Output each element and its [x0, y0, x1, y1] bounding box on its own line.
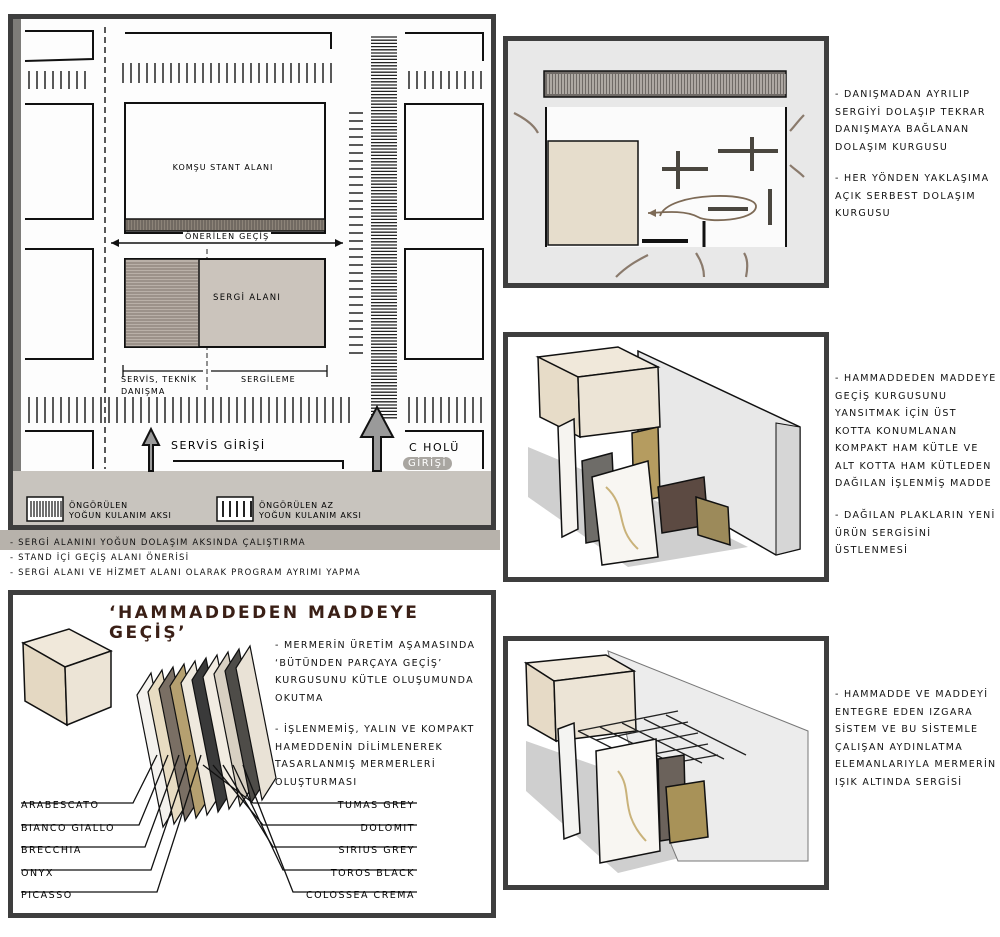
material-notes: - MERMERİN ÜRETİM AŞAMASINDA ‘BÜTÜNDEN P… [275, 637, 489, 806]
hall-entry-label-2: GİRİŞİ [403, 457, 452, 470]
lighting-drawing [523, 650, 809, 873]
lighting-notes: - HAMMADDE VE MADDEYİ ENTEGRE EDEN IZGAR… [835, 686, 997, 805]
plan-notes: - SERGİ ALANINI YOĞUN DOLAŞIM AKSINDA ÇA… [10, 536, 361, 581]
material-note-1: - MERMERİN ÜRETİM AŞAMASINDA ‘BÜTÜNDEN P… [275, 640, 476, 704]
material-drawing [21, 628, 417, 893]
legend-light-label: ÖNGÖRÜLEN AZ YOĞUN KULANIM AKSI [259, 501, 362, 522]
exhibit-area-label: SERGİ ALANI [213, 293, 282, 303]
proposed-passage-label: ÖNERİLEN GEÇİŞ [183, 232, 272, 241]
concept-drawing [528, 346, 801, 567]
material-note-2: - İŞLENMEMİŞ, YALIN VE KOMPAKT HAMEDDENİ… [275, 724, 475, 788]
site-plan-drawing [13, 19, 491, 525]
lighting-frame [503, 636, 829, 890]
material-label-arabescato: ARABESCATO [21, 800, 100, 811]
neighbor-stand-label: KOMŞU STANT ALANI [172, 163, 274, 172]
material-label-dolomit: DOLOMIT [360, 822, 415, 834]
legend-heavy-line2: YOĞUN KULANIM AKSI [69, 511, 172, 521]
legend-heavy-line1: ÖNGÖRÜLEN [69, 501, 128, 510]
circulation-note-1: - DANIŞMADAN AYRILIP SERGİYİ DOLAŞIP TEK… [835, 89, 986, 153]
service-label: SERVİS, TEKNİK [121, 375, 198, 384]
material-title: ‘HAMMADDEDEN MADDEYE GEÇİŞ’ [109, 603, 420, 643]
hall-entry-label: C HOLÜ [409, 441, 460, 454]
service-label-2: DANIŞMA [121, 387, 166, 396]
material-label-brecchia: BRECCHIA [21, 845, 82, 856]
material-label-picasso: PICASSO [21, 890, 73, 901]
material-label-sirius-grey: SIRIUS GREY [338, 845, 415, 856]
circulation-note-2: - HER YÖNDEN YAKLAŞIMA AÇIK SERBEST DOLA… [835, 173, 990, 220]
concept-frame [503, 332, 829, 582]
material-frame: ‘HAMMADDEDEN MADDEYE GEÇİŞ’ - MERMERİN Ü… [8, 590, 496, 918]
lighting-note-1: - HAMMADDE VE MADDEYİ ENTEGRE EDEN IZGAR… [835, 689, 997, 788]
material-label-tumas-grey: TUMAS GREY [337, 800, 415, 811]
plan-frame: KOMŞU STANT ALANI ÖNERİLEN GEÇİŞ SERGİ A… [8, 14, 496, 530]
circulation-frame [503, 36, 829, 288]
material-right-labels: TUMAS GREY DOLOMIT SIRIUS GREY TOROS BLA… [305, 795, 415, 908]
service-entry-label: SERVİS GİRİŞİ [171, 439, 266, 452]
plan-notes-strip [0, 530, 500, 550]
concept-note-2: - DAĞILAN PLAKLARIN YENİ ÜRÜN SERGİSİNİ … [835, 509, 996, 557]
plan-note-2: - STAND İÇİ GEÇİŞ ALANI ÖNERİSİ [10, 552, 190, 563]
circulation-notes: - DANIŞMADAN AYRILIP SERGİYİ DOLAŞIP TEK… [835, 86, 995, 237]
plan-note-3: - SERGİ ALANI VE HİZMET ALANI OLARAK PRO… [10, 567, 361, 578]
legend-light-line2: YOĞUN KULANIM AKSI [259, 511, 362, 521]
material-label-toros-black: TOROS BLACK [330, 867, 415, 879]
material-left-labels: ARABESCATO BIANCO GIALLO BRECCHIA ONYX P… [21, 795, 115, 908]
material-label-bianco-giallo: BIANCO GIALLO [21, 822, 115, 834]
legend-heavy-label: ÖNGÖRÜLEN YOĞUN KULANIM AKSI [69, 501, 172, 522]
circulation-drawing [508, 41, 824, 283]
plan-note-1: - SERGİ ALANINI YOĞUN DOLAŞIM AKSINDA ÇA… [10, 538, 306, 548]
material-label-onyx: ONYX [21, 867, 54, 879]
legend-light-line1: ÖNGÖRÜLEN AZ [259, 501, 334, 510]
material-label-colossea-crema: COLOSSEA CREMA [305, 890, 415, 901]
concept-note-1: - HAMMADDEDEN MADDEYE GEÇİŞ KURGUSUNU YA… [835, 373, 997, 490]
display-label: SERGİLEME [241, 375, 296, 384]
concept-notes: - HAMMADDEDEN MADDEYE GEÇİŞ KURGUSUNU YA… [835, 370, 997, 574]
